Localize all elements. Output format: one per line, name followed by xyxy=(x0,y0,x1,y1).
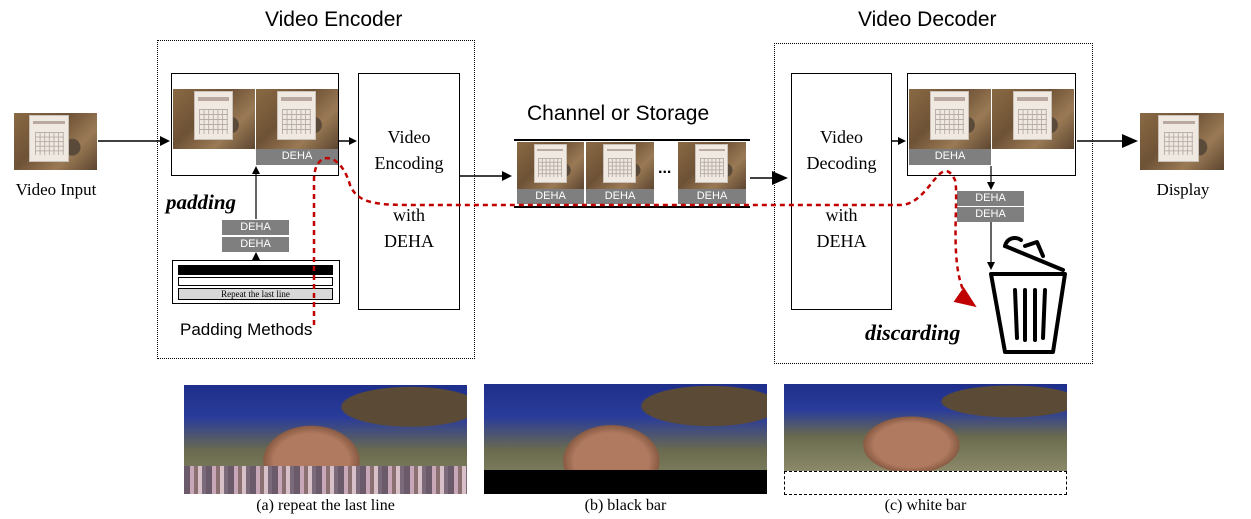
discard-deha-2: DEHA xyxy=(957,207,1024,222)
channel-frame-3 xyxy=(678,142,746,189)
decoding-block-text: Video Decoding with DEHA xyxy=(791,124,892,254)
channel-ellipsis: ... xyxy=(658,160,672,177)
repeat-line-label: Repeat the last line xyxy=(221,289,290,299)
example-image-black-bar xyxy=(484,384,767,494)
decoder-frame-2 xyxy=(992,89,1074,149)
decoder-title: Video Decoder xyxy=(858,8,997,31)
padding-deha-1: DEHA xyxy=(222,220,289,235)
padding-repeat-bar: Repeat the last line xyxy=(178,288,333,300)
encoder-frame-1 xyxy=(173,89,255,149)
padding-methods-label: Padding Methods xyxy=(180,320,313,339)
decoding-line-1: Video xyxy=(820,127,863,147)
encoder-box xyxy=(157,40,475,359)
video-input-label: Video Input xyxy=(15,180,97,199)
channel-deha-2: DEHA xyxy=(586,189,654,204)
padding-label: padding xyxy=(166,190,237,214)
channel-bottom-line xyxy=(514,206,750,208)
encoding-line-1: Video xyxy=(387,127,431,147)
caption-white-bar: (c) white bar xyxy=(884,497,967,514)
decoding-line-4: DEHA xyxy=(816,231,867,251)
decoder-box xyxy=(774,43,1093,364)
encoding-line-4: DEHA xyxy=(384,231,434,251)
padding-black-bar xyxy=(178,265,333,275)
encoding-block xyxy=(358,73,460,310)
channel-frame-2 xyxy=(586,142,654,189)
video-input-frame xyxy=(14,113,97,170)
caption-repeat: (a) repeat the last line xyxy=(256,497,395,514)
encoder-title: Video Encoder xyxy=(265,8,403,31)
encoding-line-2: Encoding xyxy=(374,153,444,173)
discarding-label: discarding xyxy=(865,320,961,345)
decoder-frame-1 xyxy=(909,89,991,149)
white-bar-region xyxy=(784,471,1067,495)
channel-top-line xyxy=(514,139,750,141)
caption-black-bar: (b) black bar xyxy=(584,497,667,514)
encoding-block-text: Video Encoding with DEHA xyxy=(358,124,460,254)
channel-deha-1: DEHA xyxy=(517,189,584,204)
channel-frame-1 xyxy=(517,142,584,189)
deha-flow-path xyxy=(312,156,977,325)
discard-deha-1: DEHA xyxy=(957,191,1024,206)
padding-white-bar xyxy=(178,277,333,286)
channel-deha-3: DEHA xyxy=(678,189,746,204)
encoder-frame-2 xyxy=(256,89,338,149)
decoder-frame-deha: DEHA xyxy=(909,149,991,165)
encoder-frame-deha: DEHA xyxy=(256,149,338,165)
encoding-line-3: with xyxy=(392,205,425,225)
example-image-white-bar xyxy=(784,384,1067,471)
display-frame xyxy=(1140,113,1224,170)
padding-deha-2: DEHA xyxy=(222,237,289,252)
trash-can-icon xyxy=(989,236,1067,354)
channel-title: Channel or Storage xyxy=(527,102,710,125)
decoding-line-2: Decoding xyxy=(806,153,877,173)
decoding-block xyxy=(791,73,892,310)
decoding-line-3: with xyxy=(825,205,858,225)
example-image-repeat xyxy=(184,385,467,494)
display-label: Display xyxy=(1156,180,1210,199)
